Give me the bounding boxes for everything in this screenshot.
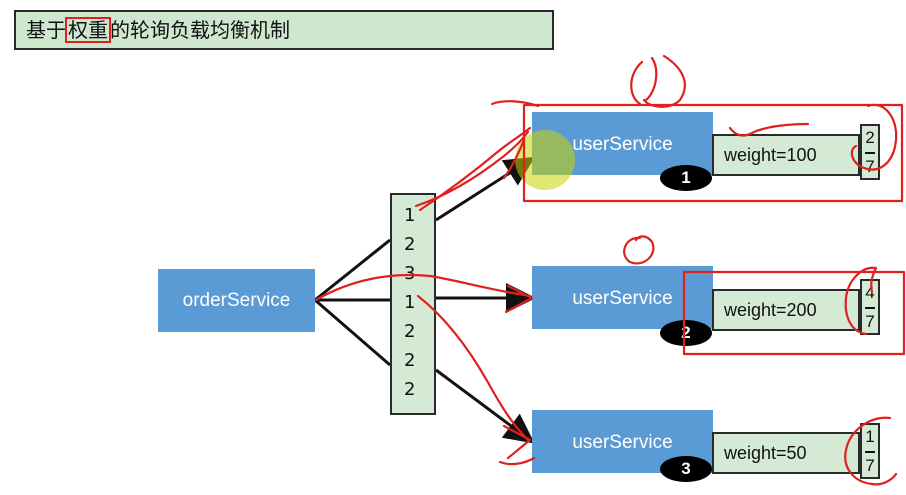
user-service-2-badge: 2 xyxy=(660,320,712,346)
ratio-denominator: 7 xyxy=(865,312,875,331)
connector-order-to-seq-bottom xyxy=(314,298,391,367)
sequence-item: 2 xyxy=(404,350,416,371)
ratio-denominator: 7 xyxy=(865,456,875,475)
user-service-3-box: userService xyxy=(532,410,713,473)
ratio-bar xyxy=(865,451,875,453)
user-service-3-label: userService xyxy=(572,432,673,453)
ratio-bar xyxy=(865,152,875,154)
user-service-1-label: userService xyxy=(572,134,673,155)
arrow-to-user-service-1 xyxy=(435,156,536,222)
sequence-item: 1 xyxy=(404,205,416,226)
user-service-1-ratio: 2 7 xyxy=(860,124,880,180)
round-robin-sequence: 1 2 3 1 2 2 2 xyxy=(390,193,436,415)
sequence-item: 2 xyxy=(404,234,416,255)
title-suffix: 的轮询负载均衡机制 xyxy=(110,18,290,42)
title-highlight-weight: 权重 xyxy=(65,17,111,43)
ratio-numerator: 1 xyxy=(865,427,875,446)
order-service-label: orderService xyxy=(182,289,291,311)
arrow-to-user-service-3 xyxy=(435,368,535,444)
sequence-item: 1 xyxy=(404,292,416,313)
ratio-numerator: 2 xyxy=(865,128,875,147)
user-service-3-weight: weight=50 xyxy=(712,432,860,474)
user-service-3-ratio: 1 7 xyxy=(860,423,880,479)
order-service-box: orderService xyxy=(158,269,315,332)
title-prefix: 基于 xyxy=(26,18,66,42)
diagram-title: 基于权重的轮询负载均衡机制 xyxy=(14,10,554,50)
annotation-stroke-service-1 xyxy=(418,100,540,212)
user-service-2-ratio: 4 7 xyxy=(860,279,880,335)
user-service-2-box: userService xyxy=(532,266,713,329)
user-service-3-badge: 3 xyxy=(660,456,712,482)
ratio-denominator: 7 xyxy=(865,157,875,176)
annotation-circled-one xyxy=(630,54,686,108)
sequence-item: 2 xyxy=(404,321,416,342)
ratio-bar xyxy=(865,307,875,309)
annotation-zero xyxy=(623,235,655,265)
connector-order-to-seq-top xyxy=(314,238,391,302)
user-service-2-weight: weight=200 xyxy=(712,289,860,331)
ratio-numerator: 4 xyxy=(865,283,875,302)
sequence-item: 2 xyxy=(404,379,416,400)
user-service-1-weight: weight=100 xyxy=(712,134,860,176)
sequence-item: 3 xyxy=(404,263,416,284)
user-service-2-label: userService xyxy=(572,288,673,309)
user-service-1-badge: 1 xyxy=(660,165,712,191)
